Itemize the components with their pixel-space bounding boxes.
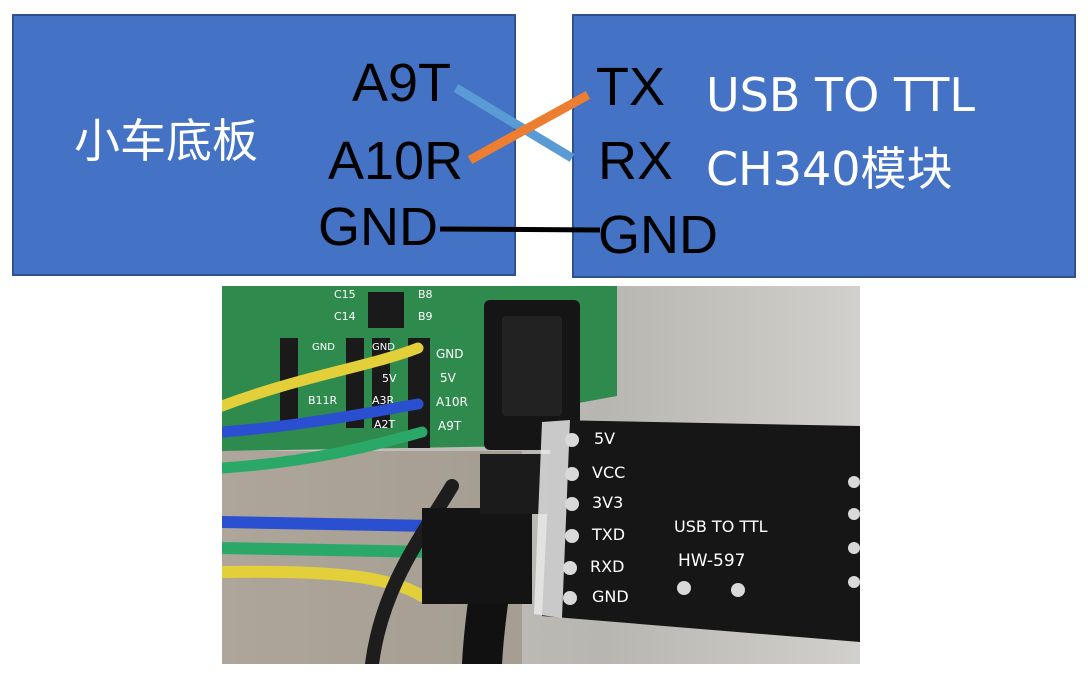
dupont-connector — [422, 508, 532, 604]
module-title-line2: CH340模块 — [706, 142, 953, 196]
module-pin-gnd: GND — [592, 587, 629, 606]
module-title-line1: USB TO TTL — [706, 68, 975, 122]
yellow-wire — [222, 342, 424, 412]
pin-label-a10r: A10R — [328, 131, 464, 191]
silk-gnd: GND — [436, 347, 464, 361]
module-label-hw597: HW-597 — [678, 551, 746, 571]
silk-a10r: A10R — [436, 395, 468, 409]
module-pads — [563, 433, 860, 605]
pin-label-gnd-module: GND — [598, 205, 718, 265]
module-label-usb-ttl: USB TO TTL — [674, 517, 768, 536]
pin-label-rx: RX — [598, 131, 674, 191]
pin-headers — [280, 292, 430, 448]
silk-b9: B9 — [418, 310, 433, 323]
yellow-wire-lower — [222, 565, 428, 602]
silk-a9t: A9T — [438, 419, 462, 433]
pin-label-a9t: A9T — [352, 53, 452, 113]
silk-gnd-2: GND — [372, 342, 395, 353]
usb-ttl-module-box — [572, 14, 1076, 278]
green-wire — [222, 426, 428, 474]
module-pin-vcc: VCC — [592, 463, 625, 482]
silk-b11r: B11R — [308, 394, 338, 407]
module-pin-3v3: 3V3 — [592, 493, 623, 512]
car-board-title: 小车底板 — [74, 114, 258, 168]
silk-c14: C14 — [334, 310, 356, 323]
module-pin-rxd: RXD — [590, 557, 624, 576]
module-pin-labels: 5V VCC 3V3 TXD RXD GND USB TO TTL HW-597 — [590, 429, 768, 606]
pin-label-gnd-board: GND — [318, 197, 438, 257]
silk-c15: C15 — [334, 288, 356, 301]
silk-b8: B8 — [418, 288, 433, 301]
silk-gnd-3: GND — [312, 342, 335, 353]
silk-5v: 5V — [440, 371, 457, 385]
board-silkscreen: GND 5V A10R A9T C15 C14 B8 B9 GND 5V A3R… — [308, 288, 468, 433]
silk-a2t: A2T — [374, 418, 396, 431]
pin-label-tx: TX — [596, 57, 666, 117]
silk-5v-2: 5V — [382, 372, 397, 385]
wiring-photo: GND 5V A10R A9T C15 C14 B8 B9 GND 5V A3R… — [222, 286, 860, 664]
car-board-box — [12, 14, 516, 276]
green-wire-lower — [222, 542, 438, 558]
blue-wire — [222, 398, 424, 438]
module-pin-txd: TXD — [591, 525, 625, 544]
usb-ttl-module — [534, 420, 860, 642]
black-cable — [365, 479, 459, 664]
blue-wire-lower — [222, 516, 438, 532]
module-pin-5v: 5V — [594, 429, 615, 448]
